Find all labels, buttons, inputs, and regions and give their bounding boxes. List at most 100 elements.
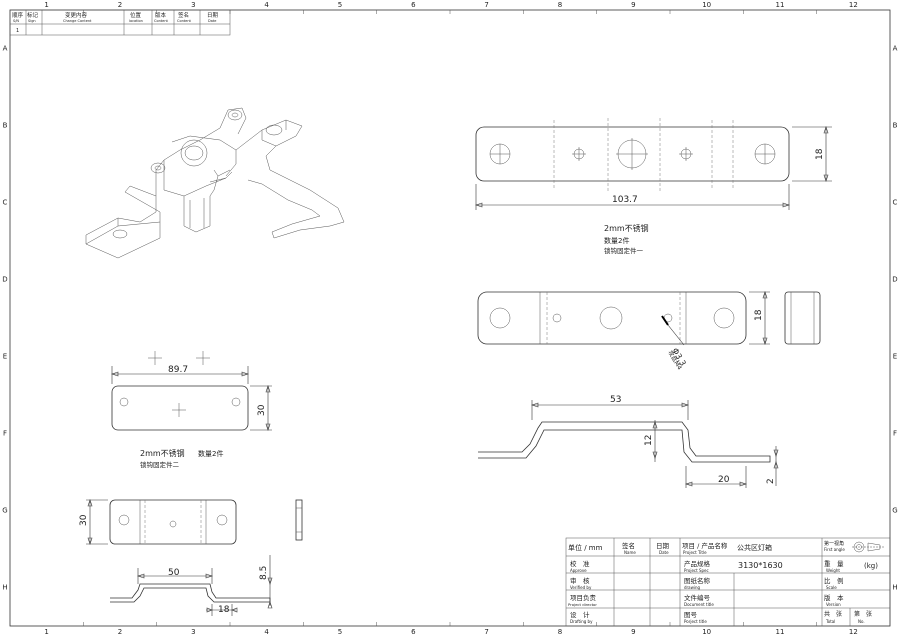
tb-approve: 校 准 [570, 559, 590, 568]
tb-spec-en: Project Spec [684, 568, 709, 573]
tb-drawing: 图纸名称 [684, 576, 711, 585]
column-label: 3 [191, 1, 195, 9]
row-label: H [2, 584, 7, 592]
mid-plate-view: Φ3.3 攻丝M4 18 [477, 291, 821, 371]
tb-weight-en: Weight [826, 568, 840, 573]
tb-proj-no: 图号 [684, 611, 698, 619]
column-label: 6 [411, 628, 416, 636]
column-label: 2 [118, 1, 122, 9]
tb-no: 第 张 [854, 610, 872, 618]
rev-h4-cn: 版本 [155, 11, 167, 19]
bent-part-view: 53 12 20 2 [478, 395, 779, 488]
left-plate-view: 89.7 30 [111, 351, 272, 431]
column-label: 9 [631, 628, 635, 636]
tb-project-title-en: Project Title [683, 550, 707, 555]
column-label: 8 [558, 628, 562, 636]
bent-part-width-dim: 53 [610, 395, 621, 405]
tb-verify: 审 核 [570, 576, 590, 585]
rev-h6-cn: 日期 [207, 12, 219, 19]
rev-h3-cn: 位置 [130, 11, 142, 19]
row-label: E [3, 353, 7, 361]
column-label: 12 [849, 1, 858, 9]
rev-row1-sn: 1 [16, 28, 19, 34]
tb-total: 共 张 [824, 610, 842, 618]
bottom-bent-height-dim: 8.5 [259, 566, 269, 580]
tb-angle-en: First angle [824, 547, 845, 552]
column-label: 1 [44, 628, 48, 636]
rev-h0-en: S/N [13, 19, 19, 23]
note1-material: 2mm不锈钢 [604, 223, 649, 233]
note2-qty: 数量2件 [198, 449, 223, 458]
tb-proj-no-en: Porject title [684, 619, 707, 624]
row-label: F [893, 430, 897, 438]
tb-sign-en: Name [624, 550, 636, 555]
mid-plate-height-dim: 18 [754, 309, 764, 321]
column-label: 7 [484, 628, 488, 636]
first-angle-icon [852, 541, 884, 553]
bottom-plate-view: 30 [79, 499, 303, 545]
revision-table: 顺序 S/N 标记 Sign 变更内容 Change Content 位置 lo… [9, 9, 231, 36]
tb-drawing-en: drawing [684, 585, 701, 590]
row-label: E [893, 353, 897, 361]
left-plate-width-dim: 89.7 [168, 365, 188, 375]
note2-material: 2mm不锈钢 [140, 448, 185, 458]
bottom-plate-height-dim: 30 [79, 514, 89, 526]
rev-h1-en: Sign [28, 19, 36, 23]
row-label: D [892, 276, 897, 284]
bottom-bent-view: 50 8.5 18 [110, 555, 273, 616]
tb-no-en: No. [858, 619, 865, 624]
column-label: 4 [264, 628, 269, 636]
tb-angle: 第一视角 [824, 540, 844, 547]
tb-date: 日期 [656, 542, 670, 550]
tb-weight: 重 量 [824, 560, 844, 568]
note2-part: 锁钩固定件二 [140, 460, 180, 469]
rev-h0-cn: 顺序 [12, 11, 24, 19]
row-label: B [3, 122, 8, 130]
bent-part-height-dim: 12 [644, 435, 654, 446]
column-label: 10 [702, 1, 711, 9]
column-label: 4 [264, 1, 269, 9]
column-label: 10 [702, 628, 711, 636]
left-plate-height-dim: 30 [257, 404, 267, 416]
column-label: 6 [411, 1, 416, 9]
row-label: C [893, 199, 898, 207]
tb-version-en: Version [826, 602, 841, 607]
note1-qty: 数量2件 [604, 236, 629, 245]
top-plate-height-dim: 18 [815, 148, 825, 160]
tb-project-title: 项目 / 产品名称 [682, 541, 728, 550]
column-label: 2 [118, 628, 122, 636]
row-label: C [3, 199, 8, 207]
bent-part-thickness-dim: 2 [766, 478, 776, 484]
tb-approve-en: Approve [570, 568, 587, 573]
tb-spec-value: 3130*1630 [738, 561, 783, 570]
rev-h6-en: Date [208, 19, 216, 23]
top-plate-width-dim: 103.7 [612, 195, 638, 205]
tb-design: 设 计 [570, 610, 590, 619]
column-label: 5 [338, 1, 342, 9]
column-label: 8 [558, 1, 562, 9]
tb-date-en: Date [659, 550, 669, 555]
row-label: F [3, 430, 7, 438]
row-label: G [2, 507, 7, 515]
tb-version: 版 本 [824, 593, 844, 602]
row-label: D [2, 276, 7, 284]
row-label: H [892, 584, 897, 592]
column-label: 9 [631, 1, 635, 9]
note1-part: 锁钩固定件一 [604, 246, 644, 255]
tb-director-en: Project director [568, 602, 597, 607]
bottom-bent-flange-dim: 18 [218, 605, 230, 615]
row-label: G [892, 507, 897, 515]
tb-scale-en: Scale [826, 585, 837, 590]
tb-spec: 产品规格 [684, 559, 711, 568]
rev-h2-en: Change Content [63, 19, 92, 23]
note-1: 2mm不锈钢 数量2件 锁钩固定件一 [604, 223, 649, 255]
bottom-bent-width-dim: 50 [168, 568, 180, 578]
column-label: 12 [849, 628, 858, 636]
note-2: 2mm不锈钢 数量2件 锁钩固定件二 [140, 448, 223, 469]
column-label: 7 [484, 1, 488, 9]
column-label: 1 [44, 1, 48, 9]
iso-view [85, 107, 345, 259]
